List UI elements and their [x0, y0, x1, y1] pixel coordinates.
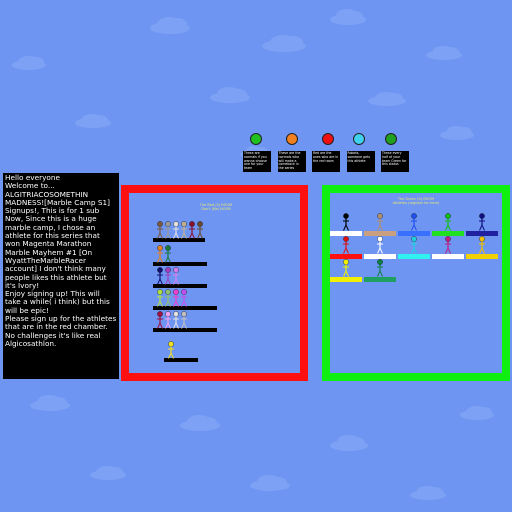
athlete-figure — [156, 267, 164, 285]
athlete-figure — [172, 267, 180, 285]
cloud — [150, 16, 190, 34]
team-bar — [466, 231, 498, 236]
athlete-figure — [172, 289, 180, 307]
green-chamber-title: The Green (S) ROOM Athletes (register fo… — [386, 197, 446, 205]
athlete-figure — [164, 311, 172, 329]
team-bar — [330, 254, 362, 259]
intro-panel: Hello everyone Welcome to... ALGITRIACOS… — [3, 173, 119, 379]
intro-line: Welcome to... — [5, 181, 55, 191]
team-bar — [364, 231, 396, 236]
team-bar — [432, 231, 464, 236]
legend-description: These are normals if you wanna choose on… — [243, 151, 271, 172]
athlete-figure — [164, 267, 172, 285]
athlete-figure — [164, 245, 172, 263]
intro-line: No challenges it's like real Algicosathl… — [5, 330, 101, 348]
athlete-figure — [156, 245, 164, 263]
team-captain-figure — [376, 236, 384, 254]
cloud — [180, 415, 220, 431]
legend-orb — [353, 133, 365, 145]
athlete-figure — [167, 341, 175, 359]
red-chamber-platform — [153, 306, 217, 310]
legend-description: Red are the ones who are in the red room — [312, 151, 340, 172]
team-bar — [432, 254, 464, 259]
cloud — [30, 395, 70, 411]
red-chamber: The Red (S) ROOM Don't (Be) NOOB — [121, 185, 308, 381]
team-captain-figure — [342, 213, 350, 231]
team-bar — [364, 277, 396, 282]
cloud — [210, 87, 250, 103]
athlete-figure — [156, 221, 164, 239]
cloud — [12, 55, 46, 70]
athlete-figure — [172, 311, 180, 329]
cloud — [330, 9, 366, 25]
red-chamber-platform — [164, 358, 198, 362]
team-captain-figure — [342, 236, 350, 254]
team-bar — [330, 231, 362, 236]
green-chamber: The Green (S) ROOM Athletes (register fo… — [322, 185, 510, 381]
cloud — [368, 91, 406, 106]
team-captain-figure — [342, 259, 350, 277]
team-bar — [330, 277, 362, 282]
athlete-figure — [156, 289, 164, 307]
team-captain-figure — [410, 213, 418, 231]
legend-description: These are the normals who will make a co… — [277, 151, 306, 172]
cloud — [250, 475, 290, 491]
intro-line: Hello everyone — [5, 173, 61, 182]
red-chamber-platform — [153, 262, 207, 266]
intro-line: Please sign up for the athletes that are… — [5, 314, 117, 332]
red-chamber-title: The Red (S) ROOM Don't (Be) NOOB — [191, 203, 241, 211]
red-chamber-platform — [153, 284, 207, 288]
legend-orb — [286, 133, 298, 145]
cloud — [460, 405, 494, 420]
red-chamber-platform — [153, 328, 217, 332]
athlete-figure — [164, 289, 172, 307]
cloud — [440, 125, 474, 140]
team-captain-figure — [444, 213, 452, 231]
athlete-figure — [188, 221, 196, 239]
team-captain-figure — [410, 236, 418, 254]
cloud — [262, 34, 306, 52]
legend-orb — [250, 133, 262, 145]
green-chamber-subtitle: Athletes (register for here) — [392, 201, 440, 205]
cloud — [75, 113, 111, 128]
team-captain-figure — [376, 259, 384, 277]
athlete-figure — [180, 221, 188, 239]
intro-line: Enjoy signing up! This will take a while… — [5, 289, 110, 315]
legend-description: These every half of your team Green for … — [381, 151, 409, 172]
athlete-figure — [180, 311, 188, 329]
red-chamber-platform — [153, 238, 205, 242]
intro-line: ALGITRIACOSOMETHIN MADNESS![Marble Camp … — [5, 189, 110, 216]
athlete-figure — [164, 221, 172, 239]
team-bar — [398, 231, 430, 236]
athlete-figure — [172, 221, 180, 239]
team-captain-figure — [444, 236, 452, 254]
athlete-figure — [196, 221, 204, 239]
team-bar — [398, 254, 430, 259]
team-captain-figure — [376, 213, 384, 231]
team-bar — [466, 254, 498, 259]
athlete-figure — [156, 311, 164, 329]
legend-orb — [385, 133, 397, 145]
team-bar — [364, 254, 396, 259]
red-chamber-subtitle: Don't (Be) NOOB — [201, 207, 231, 211]
green-chamber-title-text: The Green (S) ROOM — [397, 197, 435, 201]
legend-orb — [322, 133, 334, 145]
athlete-figure — [180, 289, 188, 307]
cloud — [426, 45, 462, 60]
cloud — [90, 465, 126, 480]
cloud — [410, 485, 446, 500]
red-chamber-title-text: The Red (S) ROOM — [199, 203, 233, 207]
team-captain-figure — [478, 236, 486, 254]
team-captain-figure — [478, 213, 486, 231]
legend-description: Robots, someone gets this athlete — [346, 151, 375, 172]
cloud — [330, 435, 368, 451]
intro-line: Now, Since this is a huge marble camp, I… — [5, 214, 107, 290]
